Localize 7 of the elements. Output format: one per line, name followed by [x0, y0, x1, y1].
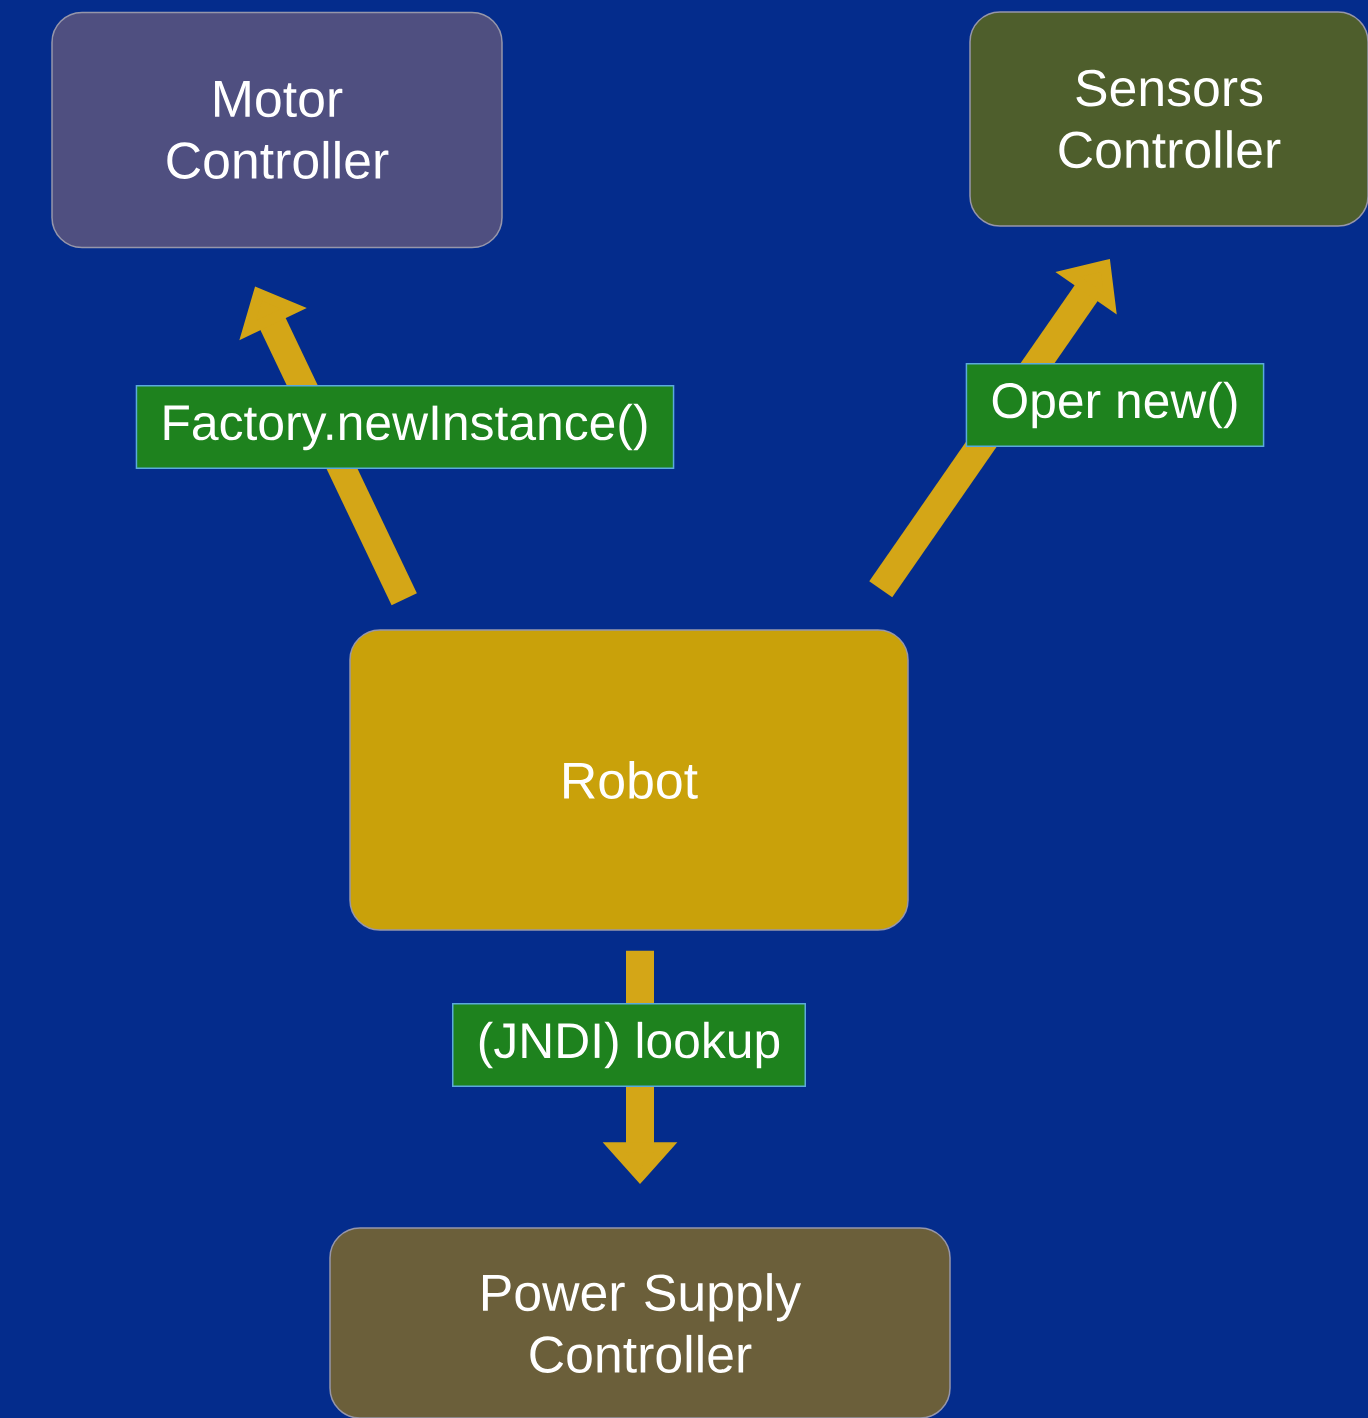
edge-label: (JNDI) lookup	[452, 1003, 806, 1087]
controller-box: Power Supply Controller	[329, 1227, 951, 1418]
edge-label: Oper new()	[965, 363, 1265, 447]
controller-box: Sensors Controller	[969, 11, 1368, 227]
edge-label: Factory.newInstance()	[135, 385, 675, 469]
controller-box: Motor Controller	[51, 11, 503, 249]
controller-box: Robot	[349, 629, 909, 931]
